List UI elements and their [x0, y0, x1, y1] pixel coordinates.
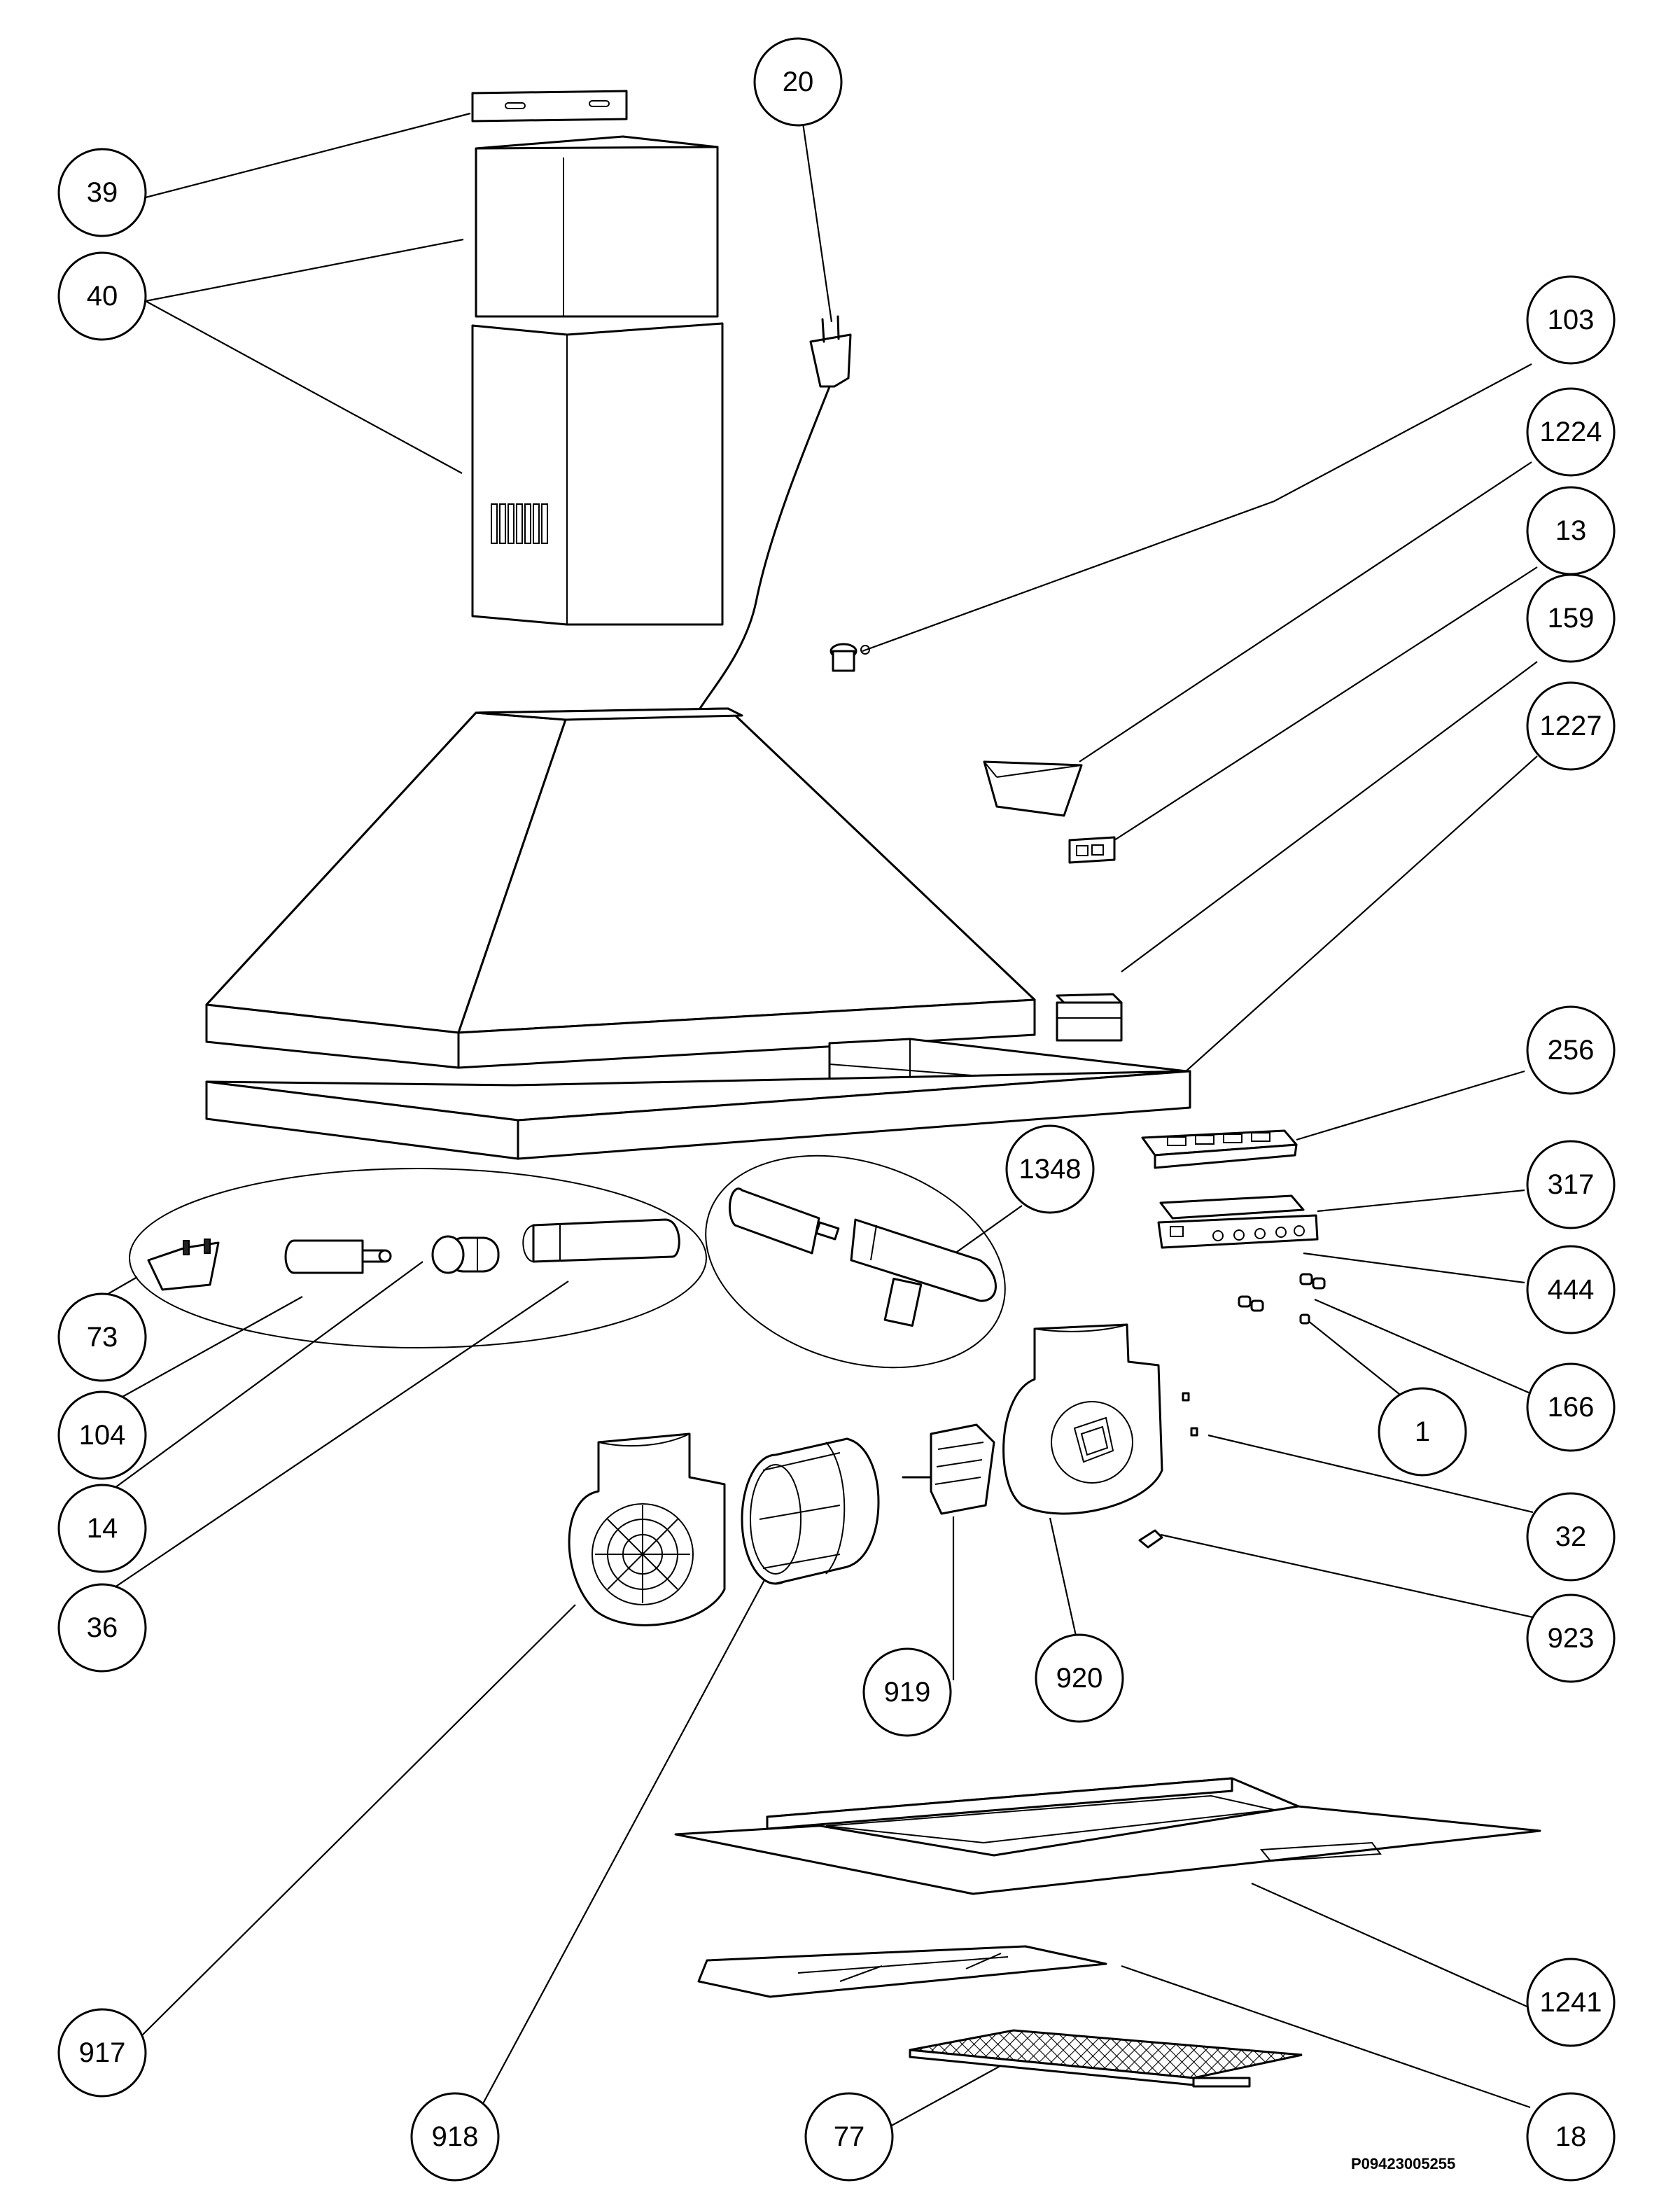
- callout-159: 159: [1526, 573, 1616, 663]
- part-13-connector: [1068, 836, 1116, 864]
- part-317-circuit-board: [1159, 1194, 1305, 1220]
- callout-1348-label: 1348: [1019, 1154, 1082, 1185]
- callout-13: 13: [1526, 486, 1616, 576]
- callout-20-label: 20: [783, 67, 814, 97]
- part-73-clip: [147, 1239, 220, 1291]
- part-104-bulb: [284, 1239, 392, 1274]
- chimney-vent-slots: [491, 503, 548, 544]
- callout-39-label: 39: [87, 177, 118, 208]
- part-920-blower-housing-right: [1002, 1323, 1163, 1515]
- callout-1241-label: 1241: [1540, 1987, 1602, 2018]
- part-919-motor: [902, 1423, 995, 1515]
- hood-base-frame: [205, 1070, 1191, 1160]
- callout-103-label: 103: [1548, 305, 1595, 335]
- callout-1227-label: 1227: [1540, 711, 1602, 741]
- callout-920-label: 920: [1056, 1663, 1103, 1694]
- callout-917-label: 917: [79, 2037, 126, 2068]
- chimney-lower-section: [471, 322, 724, 626]
- callout-444-label: 444: [1548, 1274, 1595, 1305]
- callout-77: 77: [804, 2092, 894, 2182]
- callout-256-label: 256: [1548, 1035, 1595, 1066]
- callout-39: 39: [57, 148, 147, 237]
- callout-444: 444: [1526, 1245, 1616, 1334]
- callout-103: 103: [1526, 275, 1616, 365]
- chimney-bracket: [471, 90, 628, 123]
- callout-104-label: 104: [79, 1420, 126, 1451]
- part-36-lamp-cover: [522, 1218, 680, 1263]
- callout-919-label: 919: [884, 1677, 931, 1708]
- hood-canopy: [205, 707, 1036, 1069]
- callout-166-label: 166: [1548, 1392, 1595, 1423]
- callout-923: 923: [1526, 1593, 1616, 1683]
- callout-77-label: 77: [834, 2121, 865, 2152]
- part-77-carbon-filter: [909, 2029, 1303, 2088]
- part-918-fan-wheel: [741, 1437, 880, 1585]
- part-103-lamp-socket: [830, 643, 870, 672]
- callout-166: 166: [1526, 1362, 1616, 1452]
- part-923-clip: [1138, 1529, 1163, 1549]
- callout-256: 256: [1526, 1005, 1616, 1095]
- power-cord: [697, 315, 852, 712]
- part-256-switch-block: [1141, 1129, 1298, 1169]
- part-444-switch-unit: [1157, 1214, 1319, 1249]
- callout-1241: 1241: [1526, 1958, 1616, 2047]
- leader-lines: [90, 112, 1538, 2128]
- callout-14: 14: [57, 1484, 147, 1573]
- drawing-code: P09423005255: [1351, 2155, 1455, 2172]
- chimney-upper-section: [475, 135, 719, 318]
- callout-920: 920: [1035, 1633, 1124, 1723]
- callout-317-label: 317: [1548, 1169, 1595, 1200]
- part-1-small-button: [1299, 1313, 1310, 1325]
- part-32-screws: [1182, 1392, 1198, 1437]
- callout-1: 1: [1378, 1387, 1467, 1477]
- callout-36-label: 36: [87, 1612, 118, 1643]
- part-14-lamp-holder: [431, 1235, 500, 1274]
- part-1348-halogen-lamp-group: [705, 1155, 1006, 1369]
- callout-18-label: 18: [1555, 2121, 1587, 2152]
- callout-1348: 1348: [1005, 1124, 1095, 1214]
- callout-13-label: 13: [1555, 515, 1587, 546]
- callout-1227: 1227: [1526, 681, 1616, 771]
- callout-317: 317: [1526, 1140, 1616, 1229]
- callout-32-label: 32: [1555, 1521, 1587, 1552]
- callout-917: 917: [57, 2008, 147, 2098]
- callout-18: 18: [1526, 2092, 1616, 2182]
- part-1241-bottom-panel: [674, 1777, 1541, 1895]
- callout-36: 36: [57, 1583, 147, 1673]
- callout-40-label: 40: [87, 281, 118, 312]
- callout-1224: 1224: [1526, 387, 1616, 477]
- callout-1-label: 1: [1415, 1416, 1430, 1447]
- callout-14-label: 14: [87, 1513, 118, 1544]
- callout-1224-label: 1224: [1540, 417, 1602, 447]
- part-18-grease-filter: [697, 1945, 1107, 1998]
- callout-73: 73: [57, 1292, 147, 1382]
- callout-159-label: 159: [1548, 603, 1595, 634]
- callout-923-label: 923: [1548, 1623, 1595, 1654]
- callout-40: 40: [57, 251, 147, 341]
- part-166-knobs: [1238, 1273, 1326, 1312]
- part-917-blower-housing-left: [568, 1432, 726, 1626]
- callout-73-label: 73: [87, 1322, 118, 1353]
- part-1224-cover: [983, 760, 1083, 817]
- callout-104: 104: [57, 1390, 147, 1480]
- callout-32: 32: [1526, 1492, 1616, 1582]
- callout-20: 20: [753, 37, 843, 127]
- callout-918: 918: [410, 2092, 500, 2182]
- callout-919: 919: [862, 1647, 952, 1737]
- part-159-transformer: [1056, 993, 1123, 1042]
- callout-918-label: 918: [432, 2121, 479, 2152]
- lamp-parts-group: [129, 1168, 707, 1348]
